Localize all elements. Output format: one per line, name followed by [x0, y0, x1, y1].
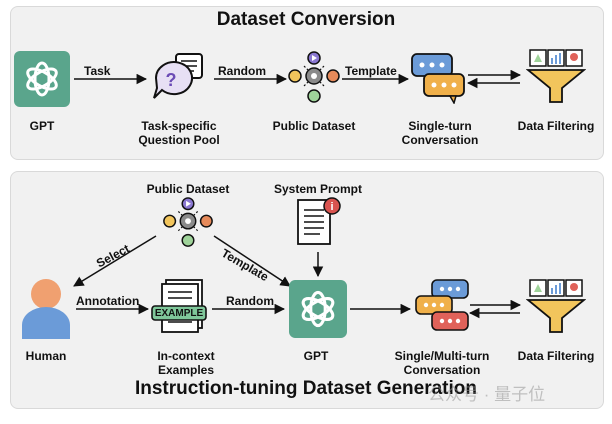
data-filtering-funnel-icon [526, 49, 586, 103]
data-filtering-label-top: Data Filtering [517, 119, 595, 133]
gpt-logo-icon-bottom [289, 280, 347, 338]
edge-label-random-bottom: Random [226, 294, 274, 308]
in-context-label: In-context Examples [157, 349, 215, 377]
dataset-conversion-title: Dataset Conversion [216, 9, 396, 30]
data-filtering-funnel-icon-bottom [526, 279, 586, 333]
arrow-template-bottom [213, 235, 291, 287]
svg-text:i: i [330, 201, 333, 213]
gpt-label-bottom: GPT [303, 349, 329, 363]
question-pool-icon: ? [153, 53, 203, 99]
gpt-label-top: GPT [29, 119, 55, 133]
arrow-select [73, 235, 157, 287]
watermark: 公众号 · 量子位 [428, 385, 546, 404]
multi-turn-label: Single/Multi-turn Conversation [394, 349, 490, 377]
public-dataset-label-bottom: Public Dataset [146, 182, 230, 196]
multi-turn-chat-icon [415, 279, 469, 331]
data-filtering-label-bottom: Data Filtering [517, 349, 595, 363]
public-dataset-label-top: Public Dataset [272, 119, 356, 133]
svg-text:?: ? [166, 70, 177, 90]
human-label: Human [25, 349, 67, 363]
system-prompt-document-icon: i [297, 197, 341, 245]
gpt-logo-icon [14, 51, 70, 107]
public-dataset-icon-bottom [163, 197, 213, 247]
edge-label-random-top: Random [218, 64, 266, 78]
single-turn-label: Single-turn Conversation [401, 119, 479, 147]
public-dataset-icon [288, 51, 340, 103]
human-icon [22, 279, 70, 339]
single-turn-chat-icon [411, 53, 465, 104]
system-prompt-label: System Prompt [273, 182, 363, 196]
instruction-tuning-title: Instruction-tuning Dataset Generation [134, 378, 478, 399]
edge-label-annotation: Annotation [76, 294, 140, 308]
question-pool-label: Task-specific Question Pool [138, 119, 220, 147]
edge-label-task: Task [84, 64, 111, 78]
edge-label-template-top: Template [345, 64, 397, 78]
in-context-examples-icon [151, 279, 207, 333]
example-badge: EXAMPLE [154, 308, 204, 319]
